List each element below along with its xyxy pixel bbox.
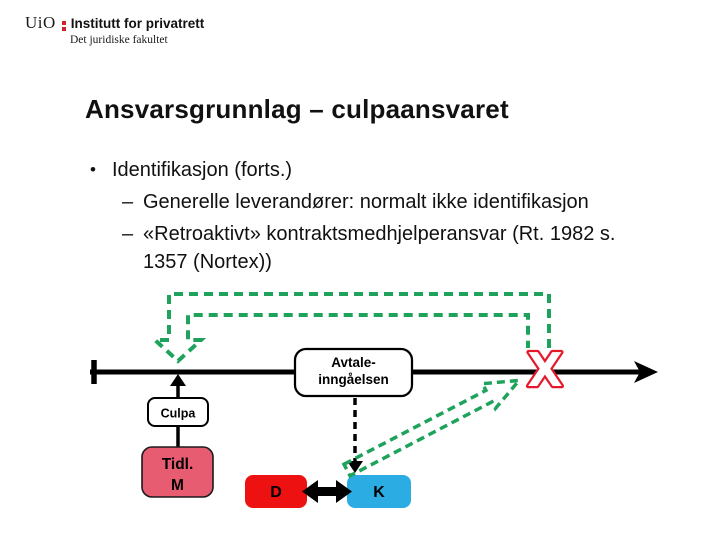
bullet-text-line: 1357 (Nortex)) (143, 251, 272, 273)
x-mark-icon: X (527, 343, 562, 397)
bullet-text: Identifikasjon (forts.) (112, 159, 293, 181)
logo-colon-icon (61, 20, 66, 31)
tidl-m-box-label-line2: M (171, 477, 184, 494)
page-title: Ansvarsgrunnlag – culpaansvaret (85, 94, 509, 124)
d-box (245, 475, 307, 508)
culpa-box-label: Culpa (161, 407, 197, 421)
culpa-up-arrowhead-icon (170, 374, 186, 386)
logo-uio-text: UiO (25, 13, 56, 32)
dash-marker: – (122, 191, 134, 213)
avtale-box-label-line1: Avtale- (331, 355, 376, 370)
logo-institute-text: Institutt for privatrett (70, 16, 205, 31)
logo-top-row: UiO Institutt for privatrett (25, 13, 204, 33)
k-to-x-diagonal-arrow-icon (341, 378, 524, 479)
bullet-subitem: – «Retroaktivt» kontraktsmedhjelperansva… (122, 220, 708, 276)
bullet-item: • Identifikasjon (forts.) (90, 156, 708, 184)
dash-marker: – (122, 223, 134, 245)
tidl-m-box-label-line1: Tidl. (162, 456, 194, 473)
avtale-box-label-line2: inngåelsen (318, 372, 389, 387)
avtale-box (293, 347, 414, 398)
bullet-marker: • (90, 160, 96, 179)
bullet-text: Generelle leverandører: normalt ikke ide… (143, 191, 589, 213)
k-box-label: K (373, 484, 385, 501)
timeline-arrowhead-icon (634, 361, 658, 383)
retroactive-bent-arrow-icon (149, 292, 551, 364)
tidl-m-box (141, 446, 214, 498)
bullet-list: • Identifikasjon (forts.) – Generelle le… (90, 156, 708, 276)
bullet-subitem: – Generelle leverandører: normalt ikke i… (122, 188, 708, 216)
d-box-label: D (270, 484, 282, 501)
bullet-text-line: «Retroaktivt» kontraktsmedhjelperansvar … (143, 223, 616, 245)
k-box (347, 475, 411, 508)
avtale-down-arrowhead-icon (347, 461, 363, 473)
d-k-double-arrow-icon (302, 480, 352, 503)
timeline-diagram: Culpa Tidl. M Avtale- inngåelsen D K X (90, 292, 658, 508)
logo-faculty-text: Det juridiske fakultet (70, 34, 168, 46)
uio-logo: UiO Institutt for privatrett Det juridis… (25, 13, 204, 46)
